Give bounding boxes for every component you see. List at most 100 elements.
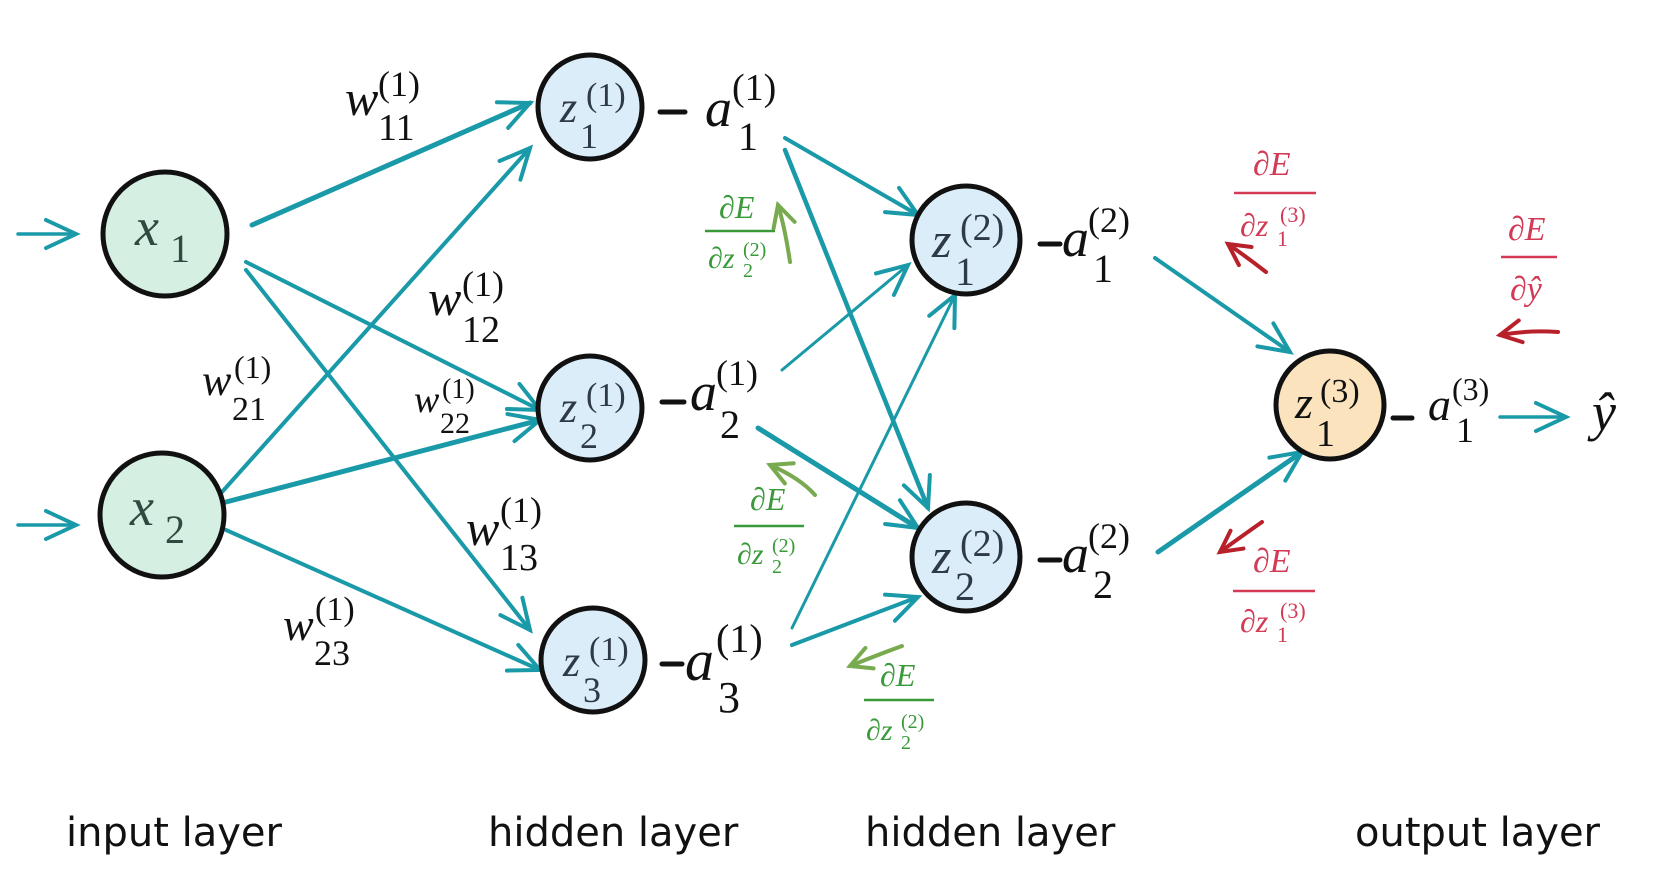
grad-dE-dyhat: ∂E ∂ŷ (1501, 211, 1557, 308)
node-symbol: x (134, 197, 159, 257)
grad-den-superscript: (3) (1280, 202, 1306, 227)
grad-dE-dz13-bottom: ∂E ∂z 1 (3) (1233, 543, 1315, 647)
act-superscript: (2) (1088, 516, 1130, 556)
act-superscript: (3) (1452, 371, 1489, 407)
node-symbol: z (931, 212, 951, 268)
grad-arrow-green-3 (845, 644, 904, 671)
grad-dE-dz22-c: ∂E ∂z 2 (2) (864, 657, 934, 754)
grad-denominator: ∂z (1240, 603, 1269, 639)
act-subscript: 1 (738, 114, 758, 159)
grad-arrow-red-2 (1216, 520, 1264, 555)
act-subscript: 3 (718, 673, 740, 722)
node-superscript: (2) (960, 207, 1004, 249)
act-symbol: a (690, 362, 717, 422)
edge-a11-z12 (783, 136, 923, 218)
weight-subscript: 23 (314, 633, 350, 673)
node-symbol: z (931, 528, 951, 584)
grad-dE-dz13-top: ∂E ∂z 1 (3) (1234, 146, 1316, 251)
grad-dE-dz22-b: ∂E ∂z 2 (2) (734, 481, 804, 578)
grad-dE-dz22-a: ∂E ∂z 2 (2) (705, 189, 775, 282)
weight-w11: w 11 (1) (345, 64, 420, 149)
node-subscript: 1 (580, 116, 598, 156)
activation-a13: a 1 (3) (1428, 371, 1489, 450)
weight-w12: w 12 (1) (428, 264, 504, 351)
grad-den-superscript: (2) (772, 535, 795, 557)
node-z31[interactable]: z 3 (1) (538, 605, 648, 715)
weight-w22: w 22 (1) (414, 374, 475, 440)
grad-numerator: ∂E (1253, 146, 1291, 183)
activation-a22: a 2 (2) (1062, 516, 1130, 607)
node-superscript: (1) (586, 377, 626, 414)
gradient-arrows (766, 200, 1560, 671)
weight-symbol: w (202, 356, 232, 405)
grad-arrow-green-1 (771, 200, 797, 264)
weight-superscript: (1) (315, 591, 355, 628)
act-superscript: (1) (716, 353, 758, 393)
act-subscript: 1 (1093, 246, 1113, 291)
act-symbol: a (705, 78, 732, 138)
node-x2[interactable]: x 2 (97, 450, 227, 580)
node-subscript: 1 (955, 249, 975, 294)
weight-symbol: w (466, 500, 499, 556)
grad-den-subscript: 2 (743, 260, 753, 282)
edge-x2-z31 (224, 528, 545, 673)
weight-subscript: 11 (378, 107, 415, 149)
node-subscript: 1 (1316, 413, 1335, 455)
grad-arrow-green-2 (766, 461, 817, 497)
edges (16, 100, 1571, 673)
node-symbol: z (562, 637, 580, 686)
act-subscript: 2 (720, 402, 740, 447)
edge-a11-z22 (782, 147, 932, 513)
weight-subscript: 22 (440, 407, 470, 440)
node-superscript: (1) (586, 77, 626, 114)
edge-x2-z11 (220, 144, 534, 494)
grad-den-subscript: 1 (1277, 226, 1288, 251)
act-symbol: a (1428, 379, 1451, 430)
grad-arrow-red-1 (1224, 241, 1268, 274)
act-superscript: (1) (732, 67, 776, 109)
act-subscript: 2 (1093, 562, 1113, 607)
weight-w21: w 21 (1) (202, 349, 271, 428)
node-x1[interactable]: x 1 (100, 169, 230, 299)
grad-den-subscript: 2 (901, 732, 911, 754)
grad-denominator: ∂ŷ (1510, 271, 1543, 308)
weight-symbol: w (345, 70, 378, 126)
edge-x2-z21 (223, 412, 545, 505)
grad-den-subscript: 2 (772, 556, 782, 578)
edge-a22-z13 (1155, 449, 1306, 555)
weight-symbol: w (428, 270, 461, 326)
node-superscript: (2) (960, 523, 1004, 565)
output-yhat: ŷ (1587, 382, 1616, 442)
activations: a 1 (1) a 2 (1) a 3 (1) a 1 (2) a 2 (2) … (685, 67, 1616, 722)
grad-numerator: ∂E (1508, 211, 1546, 248)
grad-denominator: ∂z (708, 242, 735, 275)
grad-numerator: ∂E (1253, 543, 1291, 580)
grad-numerator: ∂E (719, 189, 755, 225)
weight-symbol: w (283, 599, 314, 650)
grad-den-superscript: (2) (743, 239, 766, 261)
weight-w13: w 13 (1) (466, 490, 542, 579)
weight-labels: w 11 (1) w 12 (1) w 13 (1) w 21 (1) w 22… (202, 64, 542, 673)
grad-denominator: ∂z (1240, 207, 1269, 243)
node-z13[interactable]: z 1 (3) (1273, 348, 1387, 462)
act-superscript: (2) (1088, 200, 1130, 240)
edge-x1-z11 (249, 100, 535, 228)
weight-subscript: 13 (500, 537, 538, 579)
act-symbol: a (1062, 208, 1089, 268)
grad-den-subscript: 1 (1277, 622, 1288, 647)
edge-a21-z12 (780, 261, 912, 372)
edge-a31-z12 (790, 290, 958, 630)
gradient-labels: ∂E ∂z 2 (2) ∂E ∂z 2 (2) ∂E ∂z 2 (2) ∂E ∂… (705, 146, 1557, 754)
grad-den-superscript: (3) (1280, 598, 1306, 623)
nodes: x 1 x 2 z 1 (1) z 2 (1) z 3 (1) z (97, 52, 1387, 715)
activation-a11: a 1 (1) (705, 67, 776, 159)
node-z21[interactable]: z 2 (1) (535, 353, 645, 463)
weight-symbol: w (414, 379, 440, 421)
grad-denominator: ∂z (737, 538, 764, 571)
node-z12[interactable]: z 1 (2) (909, 183, 1023, 297)
node-z11[interactable]: z 1 (1) (535, 52, 645, 162)
node-z22[interactable]: z 2 (2) (909, 500, 1023, 614)
grad-denominator: ∂z (866, 714, 893, 747)
